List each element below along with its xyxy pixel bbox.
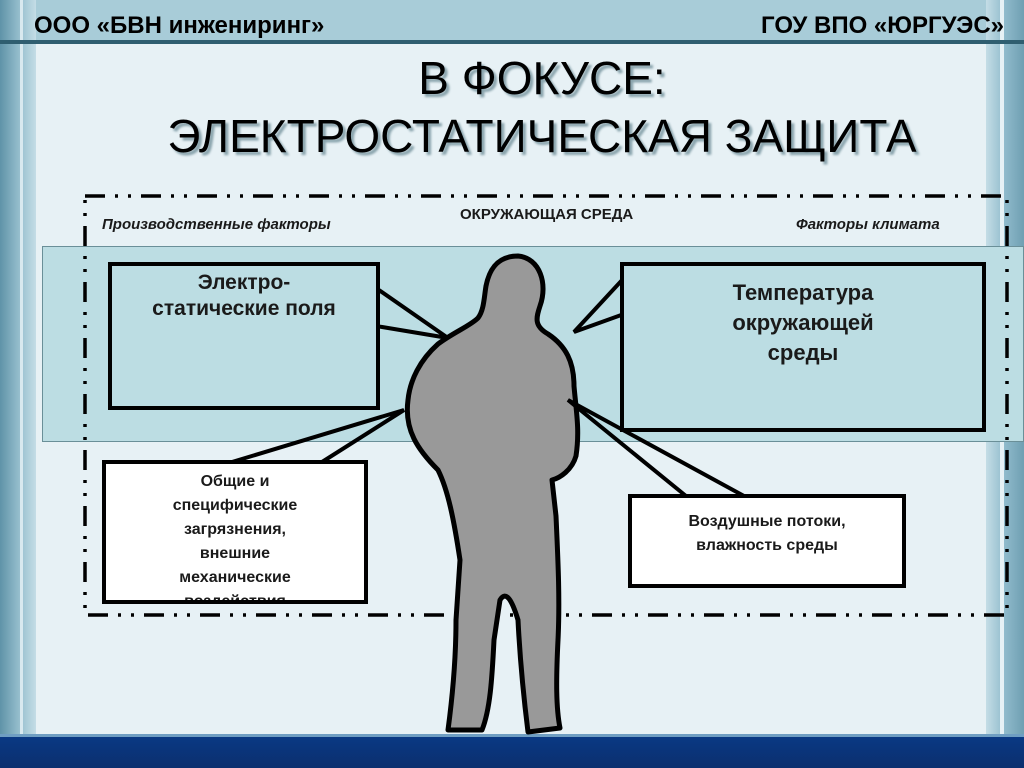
box-temperature-line: окружающей [732,310,874,335]
box-air-flows: Воздушные потоки, влажность среды [628,494,906,588]
header-left-org: ООО «БВН инжениринг» [34,12,325,39]
label-environment: ОКРУЖАЮЩАЯ СРЕДА [460,206,634,223]
callout-pointer-pollution [231,408,406,464]
footer-bar [0,734,1024,768]
box-air-line: влажность среды [696,537,838,554]
slide-title-line1: В ФОКУСЕ: [418,52,666,104]
box-temperature-line: среды [767,340,839,365]
box-pollution-line: специфические [172,497,298,514]
box-pollution-line: Общие и [200,473,270,490]
person-silhouette [404,253,581,735]
box-pollution: Общие и специфические загрязнения, внешн… [102,460,368,604]
box-temperature-line: Температура [732,280,874,305]
box-electrostatic-line: статические поля [152,297,336,320]
box-air-line: Воздушные потоки, [688,513,846,530]
box-pollution-line: механические [179,569,291,586]
box-pollution-line: воздействия [184,593,286,604]
box-pollution-line: загрязнения, [184,521,286,538]
callout-pointer-air [566,398,745,498]
label-climate-factors: Факторы климата [796,216,940,233]
box-ambient-temperature: Температура окружающей среды [620,262,986,432]
left-decor-stripe [0,0,36,768]
callout-pointer-electrostatic [374,286,450,340]
callout-pointer-temperature [572,276,626,334]
slide-title-line2: ЭЛЕКТРОСТАТИЧЕСКАЯ ЗАЩИТА [167,110,917,162]
box-electrostatic-line: Электро- [197,271,291,294]
header-right-org: ГОУ ВПО «ЮРГУЭС» [761,12,1004,39]
label-production-factors: Производственные факторы [102,216,331,233]
box-pollution-line: внешние [199,545,271,562]
box-electrostatic-fields: Электро- статические поля [108,262,380,410]
header-rule [0,40,1024,44]
